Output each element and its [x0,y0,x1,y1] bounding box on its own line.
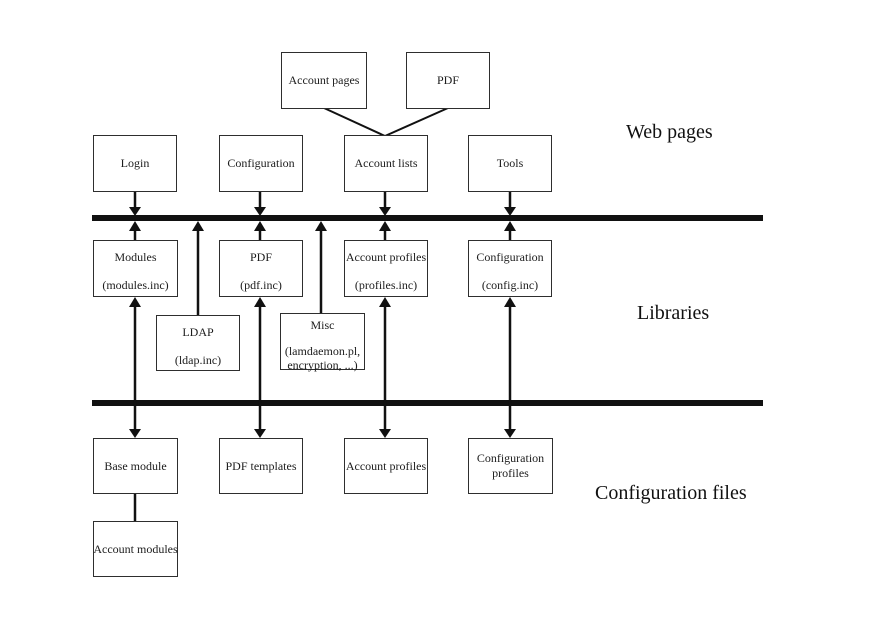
box-pdf-library: PDF (pdf.inc) [219,240,303,297]
box-account-profiles-library-title: Account profiles [345,250,427,264]
libraries-configfiles-divider [92,400,763,406]
box-account-profiles-library-file: (profiles.inc) [354,278,418,292]
accountpages-to-accountlists-line [323,107,386,137]
box-pdf-templates: PDF templates [219,438,303,494]
box-account-profiles-library: Account profiles (profiles.inc) [344,240,428,297]
box-configuration-library-file: (config.inc) [481,278,539,292]
box-misc-library-title: Misc [310,318,335,332]
box-modules-title: Modules [114,250,157,264]
box-configuration-library: Configuration (config.inc) [468,240,552,297]
arrow-configuration-lib-to-divider [504,221,516,240]
webpages-libraries-divider [92,215,763,221]
box-modules-file: (modules.inc) [102,278,169,292]
arrow-pdf-lib-to-divider [254,221,266,240]
section-label-libraries: Libraries [637,302,710,324]
box-misc-library-file: (lamdaemon.pl, encryption, ...) [284,344,361,372]
box-account-lists-label: Account lists [354,156,418,170]
box-pdf-page-label: PDF [436,73,459,87]
box-account-profiles-files-label: Account profiles [345,458,427,473]
arrow-account-profiles-lib-to-divider [379,221,391,240]
box-account-profiles-files: Account profiles [344,438,428,494]
section-label-configuration-files: Configuration files [595,482,747,504]
arrow-account-profiles-lib-account-profiles-files [379,297,391,438]
box-configuration-profiles-label: Configuration profiles [476,451,545,480]
box-pdf-page: PDF [406,52,490,109]
box-tools: Tools [468,135,552,192]
box-account-pages: Account pages [281,52,367,109]
arrow-pdf-lib-pdf-templates [254,297,266,438]
box-modules-library: Modules (modules.inc) [93,240,178,297]
box-tools-label: Tools [496,156,524,170]
box-misc-library: Misc (lamdaemon.pl, encryption, ...) [280,313,365,372]
box-account-modules: Account modules [93,521,178,577]
arrow-misc-to-divider [315,221,327,313]
box-configuration-profiles: Configuration profiles [468,438,553,494]
box-base-module: Base module [93,438,178,494]
arrow-login-to-divider [129,192,141,216]
arrow-configuration-to-divider [254,192,266,216]
section-label-web-pages: Web pages [626,121,713,143]
box-ldap-library: LDAP (ldap.inc) [156,315,240,371]
box-pdf-templates-label: PDF templates [225,458,297,473]
box-pdf-library-title: PDF [249,250,272,264]
arrow-modules-base-module [129,297,141,438]
arrow-configuration-lib-configuration-profiles [504,297,516,438]
box-account-pages-label: Account pages [288,73,360,87]
box-login-label: Login [120,156,150,170]
arrow-ldap-to-divider [192,221,204,315]
box-configuration-library-title: Configuration [476,250,544,264]
arrow-tools-to-divider [504,192,516,216]
box-configuration-label: Configuration [227,156,295,170]
box-account-lists: Account lists [344,135,428,192]
box-account-modules-label: Account modules [93,541,178,556]
arrow-modules-to-divider [129,221,141,240]
box-ldap-library-title: LDAP [182,325,214,339]
box-ldap-library-file: (ldap.inc) [174,353,222,367]
pdf-to-accountlists-line [384,107,449,137]
box-pdf-library-file: (pdf.inc) [240,278,282,292]
arrow-account-lists-to-divider [379,192,391,216]
box-configuration: Configuration [219,135,303,192]
box-base-module-label: Base module [104,458,167,473]
box-login: Login [93,135,177,192]
